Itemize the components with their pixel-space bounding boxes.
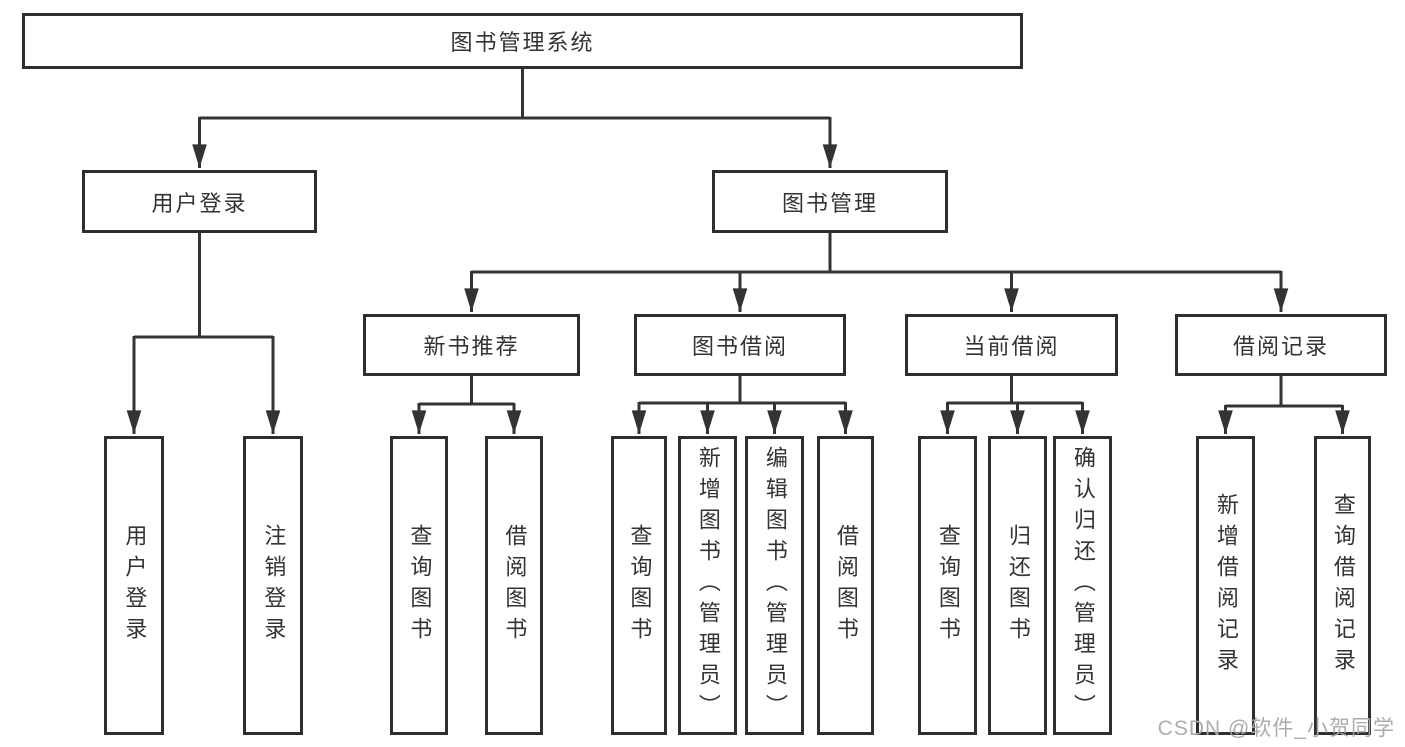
watermark: CSDN @软件_小贺同学 <box>1157 717 1395 740</box>
node-book-borrowing: 图书借阅 <box>634 314 846 376</box>
node-label: 编辑图书（管理员） <box>762 446 788 725</box>
node-new-book-recommend: 新书推荐 <box>363 314 580 376</box>
node-label: 查询图书 <box>935 523 961 648</box>
node-edit-book-admin: 编辑图书（管理员） <box>745 436 804 735</box>
node-return-book: 归还图书 <box>988 436 1047 735</box>
node-label: 查询图书 <box>407 523 433 648</box>
node-label: 归还图书 <box>1005 523 1031 648</box>
node-label: 注销登录 <box>261 523 287 648</box>
node-label: 图书借阅 <box>691 334 788 359</box>
node-library-management-system: 图书管理系统 <box>22 13 1023 69</box>
node-label: 查询借阅记录 <box>1330 492 1356 679</box>
node-label: 新增图书（管理员） <box>695 446 721 725</box>
node-label: 用户登录 <box>122 523 148 648</box>
node-borrowing-records: 借阅记录 <box>1175 314 1387 376</box>
node-add-borrow-record: 新增借阅记录 <box>1196 436 1255 735</box>
node-query-books-current: 查询图书 <box>918 436 977 735</box>
node-label: 借阅图书 <box>833 523 859 648</box>
node-label: 借阅图书 <box>502 523 528 648</box>
node-query-books-recommend: 查询图书 <box>390 436 448 735</box>
node-user-login: 用户登录 <box>82 170 317 233</box>
node-label: 借阅记录 <box>1232 334 1329 359</box>
node-logout: 注销登录 <box>243 436 303 735</box>
node-book-management: 图书管理 <box>712 170 948 233</box>
node-query-books-borrow: 查询图书 <box>611 436 667 735</box>
node-add-book-admin: 新增图书（管理员） <box>678 436 737 735</box>
node-label: 查询图书 <box>627 523 653 648</box>
node-borrow-books-recommend: 借阅图书 <box>485 436 543 735</box>
node-confirm-return-admin: 确认归还（管理员） <box>1053 436 1112 735</box>
node-label: 用户登录 <box>151 190 248 216</box>
node-label: 图书管理 <box>781 190 878 216</box>
node-label: 新书推荐 <box>423 334 520 359</box>
node-label: 新增借阅记录 <box>1213 492 1239 679</box>
node-label: 图书管理系统 <box>450 30 595 55</box>
node-query-borrow-record: 查询借阅记录 <box>1314 436 1371 735</box>
node-borrow-books: 借阅图书 <box>817 436 874 735</box>
node-current-borrowing: 当前借阅 <box>905 314 1118 376</box>
node-label: 当前借阅 <box>963 334 1060 359</box>
node-user-login-action: 用户登录 <box>104 436 164 735</box>
node-label: 确认归还（管理员） <box>1070 446 1096 725</box>
